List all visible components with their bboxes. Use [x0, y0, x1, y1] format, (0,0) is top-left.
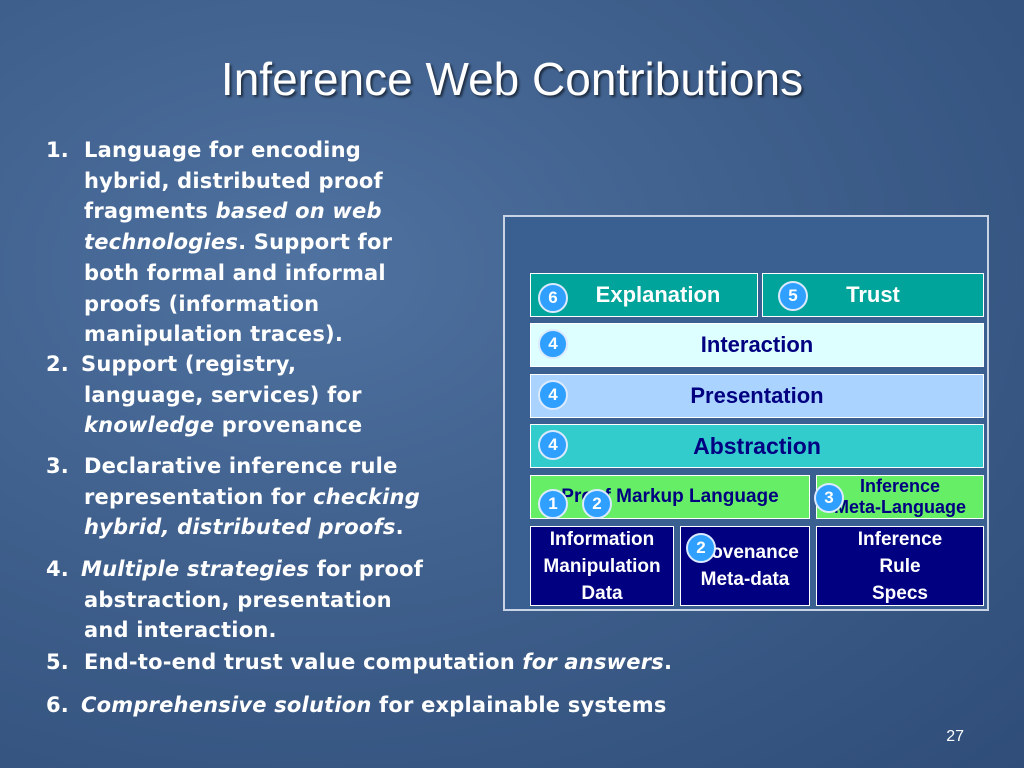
item-text: Declarative inference rule representatio…: [84, 454, 420, 540]
badge-2-provenance: 2: [686, 533, 716, 563]
inference-meta-language-layer: Inference Meta-Language: [816, 475, 984, 519]
presentation-layer: Presentation: [530, 374, 984, 418]
list-item-2: 2. Support (registry, language, services…: [46, 349, 362, 441]
badge-1: 1: [538, 489, 568, 519]
list-item-3: 3. Declarative inference rule representa…: [46, 451, 420, 543]
abstraction-layer: Abstraction: [530, 424, 984, 468]
proof-markup-language-layer: Proof Markup Language: [530, 475, 810, 519]
architecture-diagram: Explanation Trust Interaction Presentati…: [503, 215, 989, 611]
explanation-layer: Explanation: [530, 273, 758, 317]
item-number: 1.: [46, 138, 69, 162]
list-item-1: 1. Language for encoding hybrid, distrib…: [46, 135, 392, 350]
item-text: Language for encoding hybrid, distribute…: [84, 138, 393, 347]
interaction-layer: Interaction: [530, 323, 984, 367]
trust-layer: Trust: [762, 273, 984, 317]
badge-4-presentation: 4: [538, 380, 568, 410]
badge-2-pml: 2: [582, 489, 612, 519]
badge-5: 5: [778, 281, 808, 311]
badge-4-interaction: 4: [538, 329, 568, 359]
item-number: 4.: [46, 557, 69, 581]
inference-rule-specs-box: Inference Rule Specs: [816, 526, 984, 606]
provenance-metadata-box: Provenance Meta-data: [680, 526, 810, 606]
page-number: 27: [946, 728, 964, 745]
item-text: Support (registry, language, services) f…: [81, 352, 363, 438]
item-text: Comprehensive solution for explainable s…: [81, 693, 667, 717]
item-number: 6.: [46, 693, 69, 717]
item-number: 2.: [46, 352, 69, 376]
item-text: End-to-end trust value computation for a…: [84, 650, 673, 674]
item-number: 3.: [46, 454, 69, 478]
badge-4-abstraction: 4: [538, 430, 568, 460]
badge-6: 6: [538, 283, 568, 313]
item-number: 5.: [46, 650, 69, 674]
list-item-4: 4. Multiple strategies for proof abstrac…: [46, 554, 423, 646]
information-manipulation-data-box: Information Manipulation Data: [530, 526, 674, 606]
list-item-6: 6. Comprehensive solution for explainabl…: [46, 690, 667, 721]
item-text: Multiple strategies for proof abstractio…: [81, 557, 424, 643]
slide-title: Inference Web Contributions: [220, 53, 804, 105]
list-item-5: 5. End-to-end trust value computation fo…: [46, 647, 672, 678]
badge-3: 3: [814, 483, 844, 513]
